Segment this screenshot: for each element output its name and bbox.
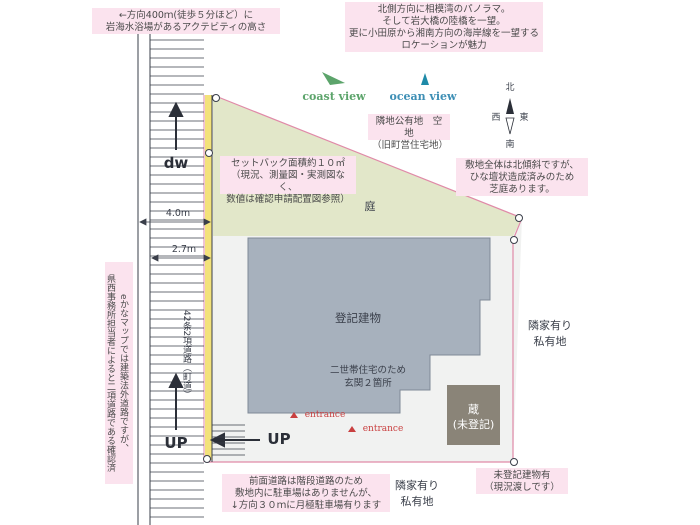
building-label: 登記建物: [335, 311, 381, 325]
width-inner-label: 2.7m: [171, 244, 197, 255]
setback-strip: [205, 95, 212, 460]
up-label-right: UP: [267, 430, 291, 448]
entrance-label-1: entrance: [304, 410, 346, 420]
neighbor-bottom-label: 隣家有り 私有地: [395, 479, 439, 508]
compass-west: 西: [491, 113, 501, 123]
storehouse-label: 蔵 (未登記): [452, 403, 495, 431]
road-label: 42条2項道路（町道）: [181, 310, 191, 400]
garden-label: 庭: [364, 200, 376, 213]
compass-north: 北: [505, 83, 515, 93]
neighbor-right-label: 隣家有り 私有地: [528, 319, 572, 348]
entrance-label-2: entrance: [362, 424, 404, 434]
note-slope: 敷地全体は北傾斜ですが、 ひな壇状造成済みのため 芝庭あります。: [456, 158, 588, 196]
survey-points: [203, 94, 523, 466]
note-beach: ←方向400ｍ(徒歩５分ほど）に 岩海水浴場があるアクテビティの高さ: [92, 8, 280, 34]
note-road-status: eかなマップでは建築法外道路ですが、 県西事務所担当者によると二項道路である確認…: [105, 262, 133, 484]
coast-view-label: coast view: [302, 90, 366, 103]
compass-east: 東: [519, 113, 529, 123]
compass-icon: [505, 98, 515, 135]
note-unregistered: 未登記建物有 （現況渡しです）: [476, 468, 568, 494]
compass-south: 南: [505, 140, 515, 150]
note-neighbor-public: 隣地公有地 空地 （旧町営住宅地）: [368, 114, 450, 151]
note-panorama: 北側方向に相模湾のパノラマ。 そして岩大橋の陸橋を一望。 更に小田原から湘南方向…: [345, 2, 543, 52]
coast-view-arrow: [322, 72, 345, 85]
ocean-view-label: ocean view: [389, 90, 457, 103]
up-arrow-left: [168, 372, 184, 430]
dw-arrow: [168, 101, 184, 150]
note-setback: セットバック面積約１０㎡ （現況、測量図・実測図なく、 数値は確認申請配置図参照…: [220, 156, 356, 205]
garden-area: [213, 95, 522, 236]
storehouse-building: [447, 385, 500, 445]
stair-road: [137, 10, 204, 525]
up-label-left: UP: [164, 434, 188, 452]
ocean-view-arrow: [421, 73, 429, 85]
dw-label: dw: [163, 154, 189, 172]
width-outer-label: 4.0m: [165, 208, 191, 219]
note-front-road: 前面道路は階段道路のため 敷地内に駐車場はありませんが、 ↓方向３０ｍに月極駐車…: [222, 474, 390, 512]
registered-building: [247, 237, 491, 414]
two-household-label: 二世帯住宅のため 玄関２箇所: [329, 365, 406, 389]
